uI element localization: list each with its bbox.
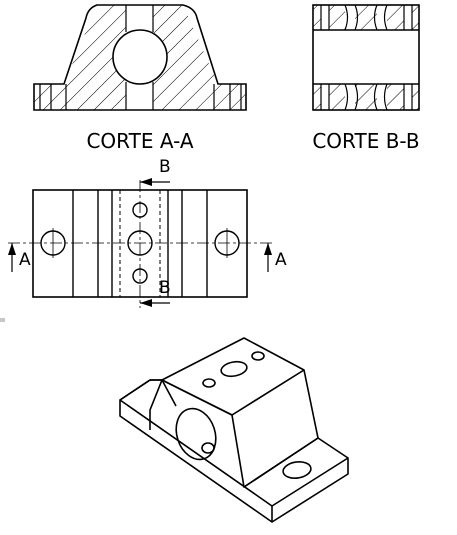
- cut-a-label-left: A: [19, 250, 31, 270]
- cut-plane-b-marker: B B: [140, 157, 171, 307]
- isometric-view: [119, 337, 349, 523]
- section-a-a-slot-bottom: [126, 83, 153, 111]
- section-a-a-slot-left: [126, 4, 153, 32]
- section-a-a-hatched-body: [34, 5, 246, 110]
- section-a-a-bore: [112, 29, 168, 85]
- section-b-b-hatch-bottom: [313, 84, 419, 110]
- section-b-b-hatch-top: [313, 5, 419, 30]
- section-a-a-caption: CORTE A-A: [86, 129, 193, 153]
- cut-b-label-top: B: [159, 157, 171, 177]
- cut-a-label-right: A: [275, 250, 287, 270]
- section-b-b-caption: CORTE B-B: [312, 129, 419, 153]
- cut-plane-a-marker: A A: [8, 243, 287, 272]
- edge-marker: [0, 318, 5, 322]
- section-a-a-view: CORTE A-A: [33, 4, 247, 153]
- cut-b-label-bottom: B: [159, 278, 171, 298]
- top-view: [8, 180, 272, 308]
- section-b-b-view: CORTE B-B: [312, 4, 420, 153]
